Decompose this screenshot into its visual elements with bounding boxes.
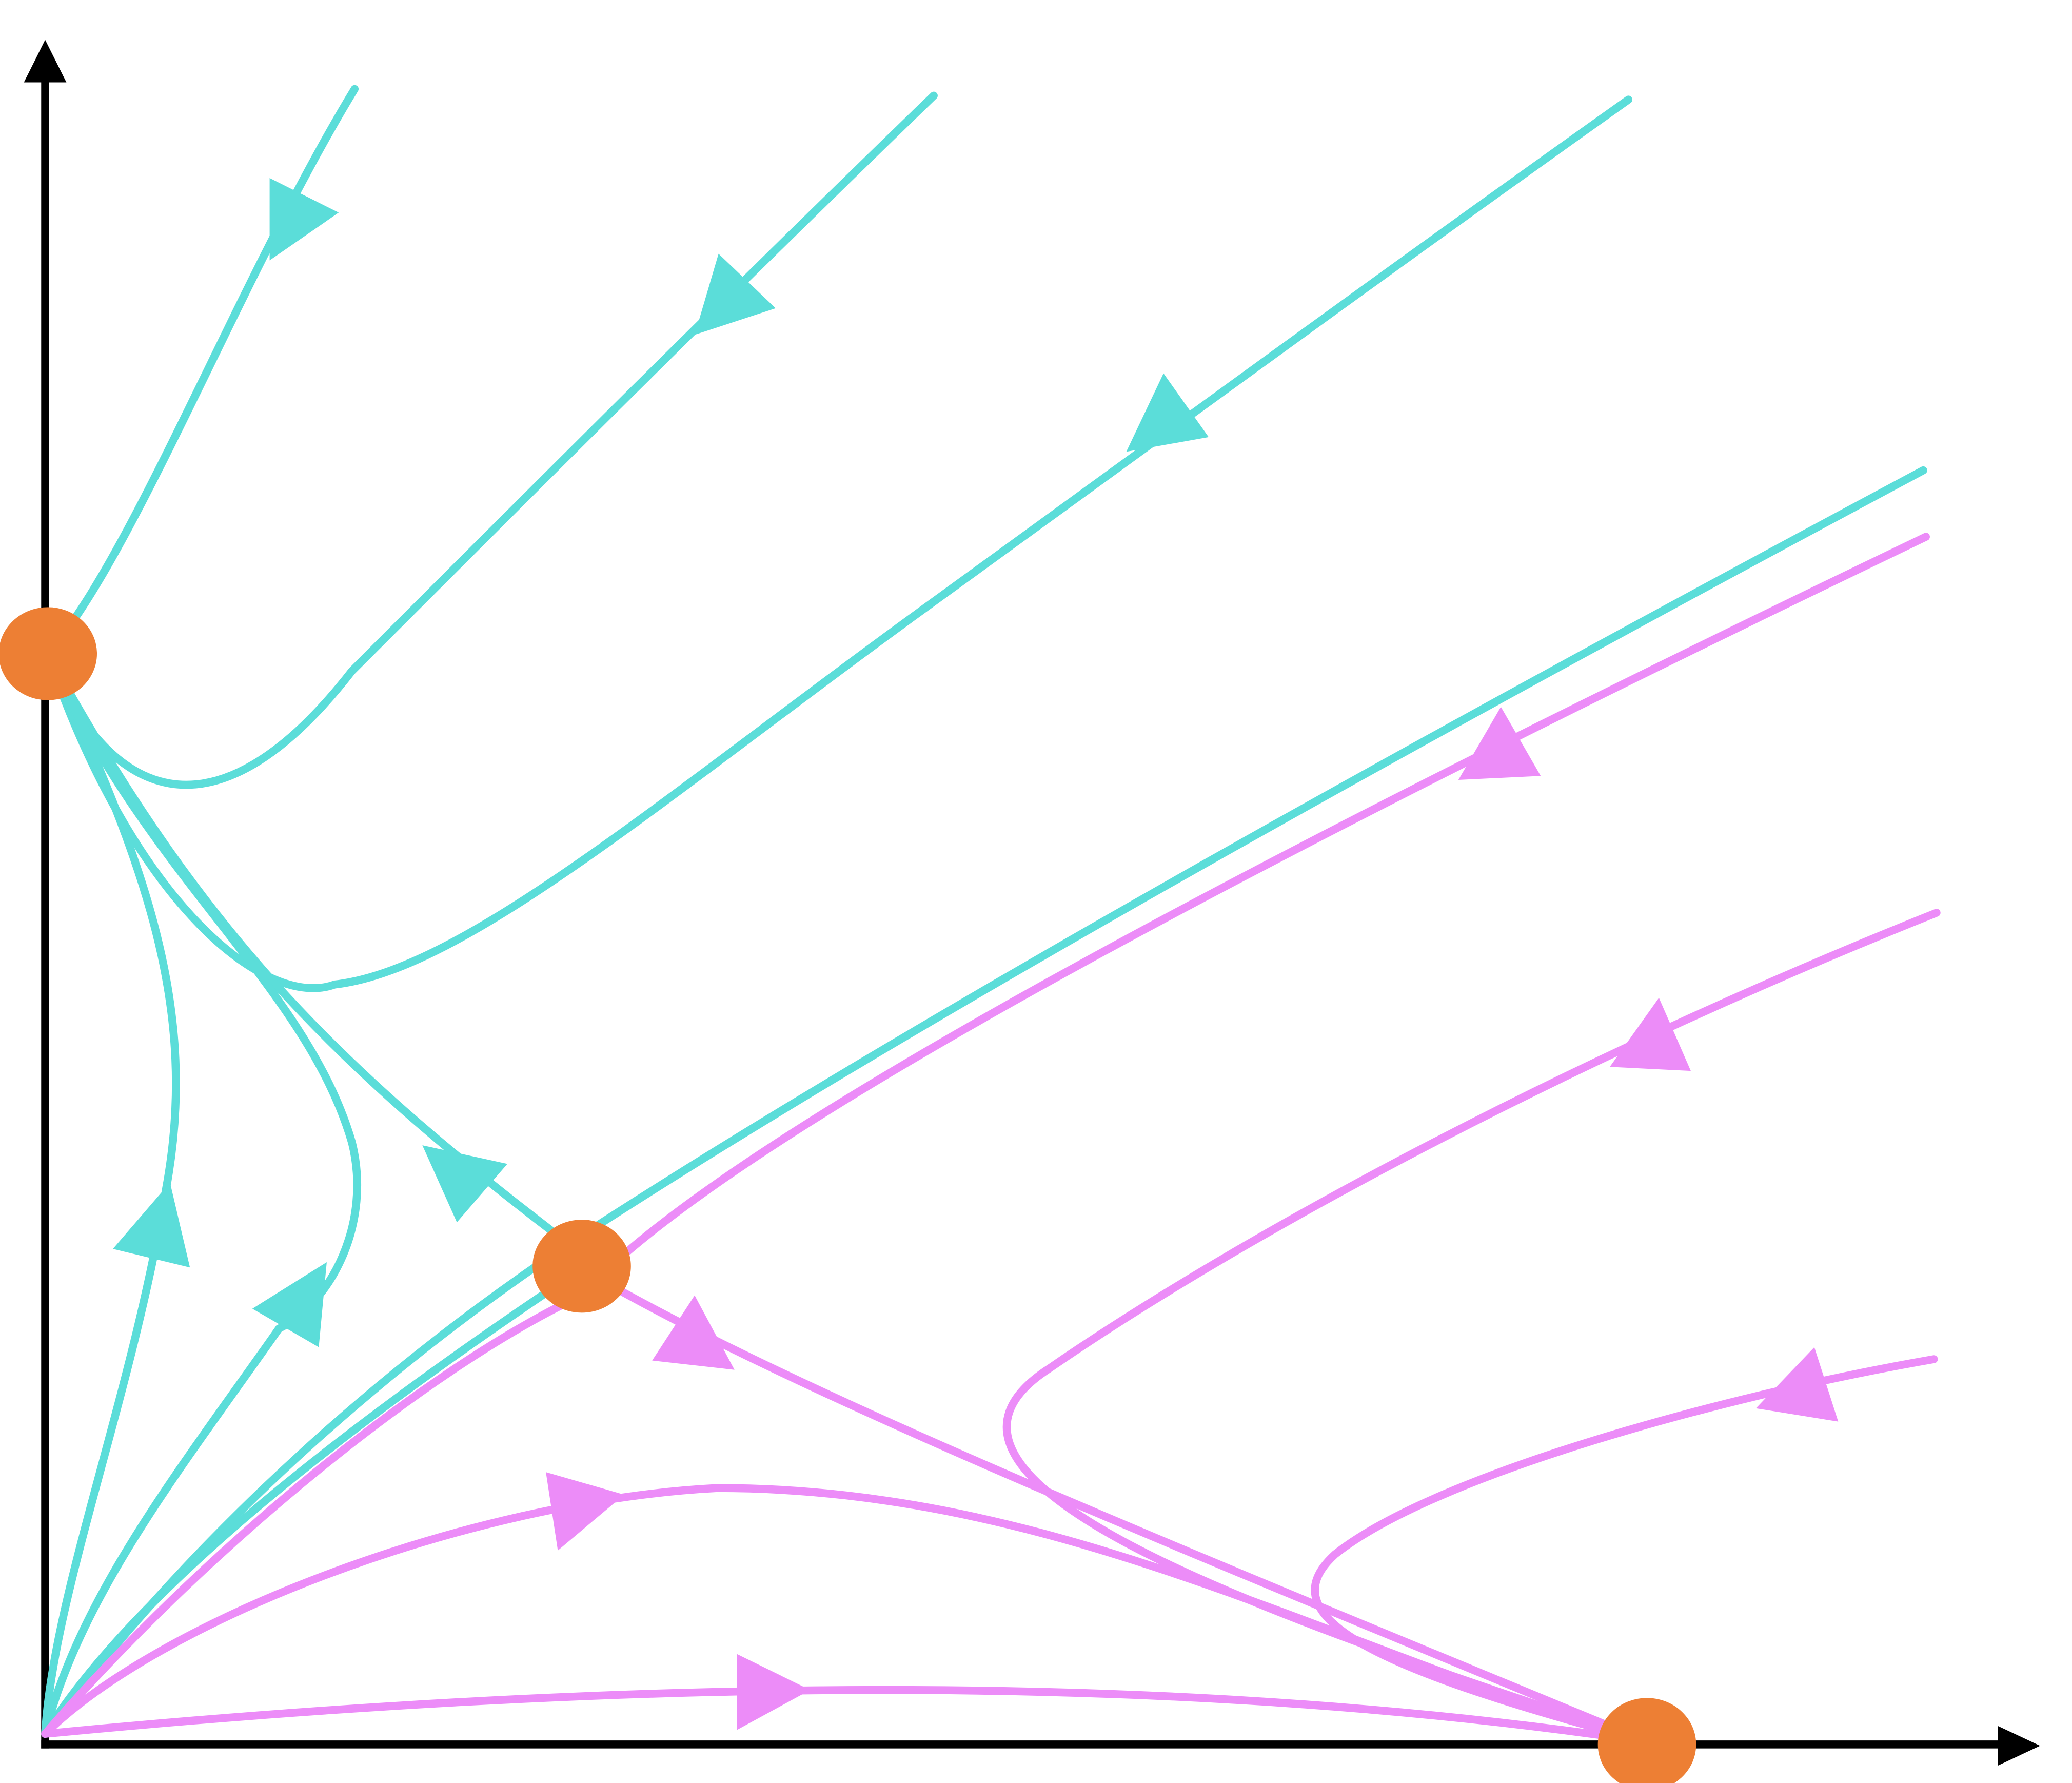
cyan-arrow-5 [113,1182,190,1268]
cyan-arrow-6 [252,1262,327,1347]
cyan-direction-arrows [113,178,1209,1347]
magenta-arrow-1 [737,1654,811,1730]
y-axis-arrow [24,40,67,83]
cyan-trajectories [41,85,1927,1738]
magenta-trajectory-5 [578,533,1930,1300]
cyan-trajectory-1 [44,85,359,658]
magenta-arrow-5 [1609,997,1691,1071]
cyan-arrow-2 [695,253,776,335]
x-axis-arrow [1998,1726,2040,1766]
magenta-arrow-4 [1458,707,1541,780]
axes [24,40,2040,1766]
magenta-trajectory-6 [1002,909,1941,1746]
cyan-arrow-4 [422,1145,508,1223]
magenta-trajectory-3 [41,1291,586,1738]
cyan-trajectory-2 [44,91,938,789]
magenta-trajectory-1 [41,1686,1651,1746]
cyan-trajectory-3 [44,95,1633,992]
cyan-arrow-1 [269,178,339,261]
equilibria [0,607,1696,1783]
cyan-trajectory-8 [41,466,1927,1738]
cyan-trajectory-6 [41,650,362,1738]
magenta-trajectory-7 [1311,1355,1938,1746]
cyan-arrow-3 [1126,373,1209,452]
magenta-direction-arrows [546,707,1839,1730]
magenta-arrow-2 [546,1472,624,1551]
equilibrium-on-y-axis [0,607,97,700]
equilibrium-interior [532,1220,631,1313]
magenta-trajectory-2 [41,1484,1651,1746]
equilibrium-on-x-axis [1597,1698,1696,1783]
magenta-trajectories [41,533,1941,1746]
magenta-arrow-6 [1755,1347,1839,1422]
cyan-trajectory-4 [44,650,562,1240]
magenta-arrow-3 [652,1295,735,1370]
